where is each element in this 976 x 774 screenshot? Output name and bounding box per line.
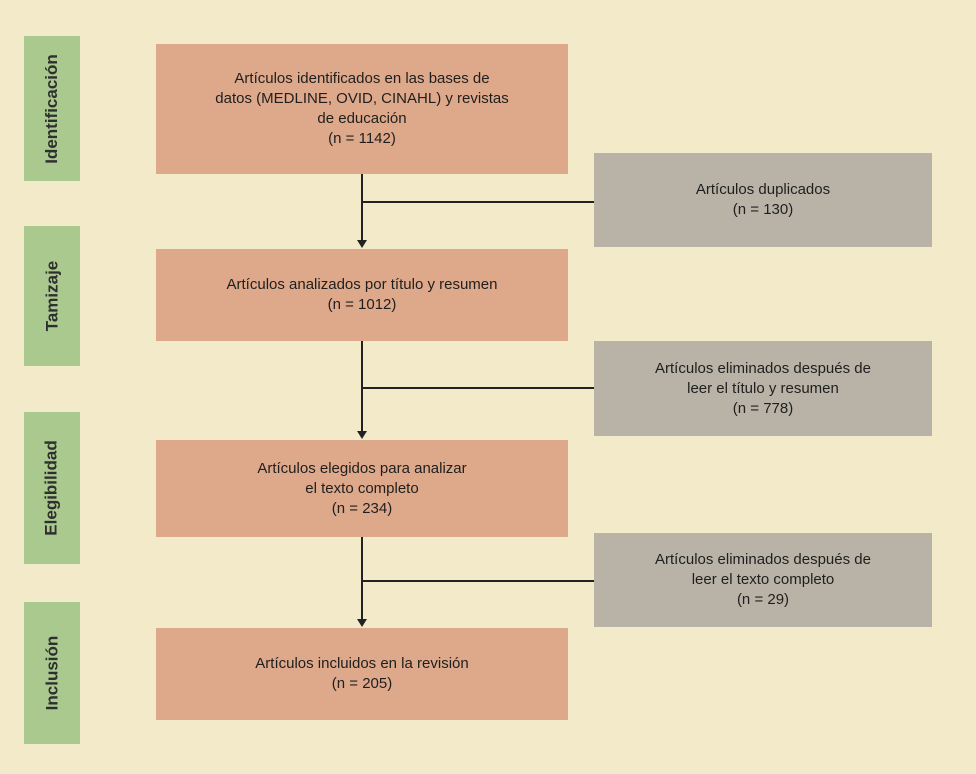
- stage-identificacion: Identificación: [24, 36, 80, 181]
- box-line: Artículos eliminados después de: [655, 551, 871, 568]
- box-count: (n = 205): [331, 675, 393, 692]
- stage-label: Tamizaje: [42, 260, 61, 332]
- box-line: de educación: [317, 110, 407, 127]
- box-line: leer el texto completo: [691, 571, 835, 588]
- box-elegidos: Artículos elegidos para analizar el text…: [156, 440, 568, 537]
- stage-tamizaje: Tamizaje: [24, 226, 80, 366]
- arrow-down-icon: [357, 431, 367, 439]
- box-count: (n = 29): [736, 591, 790, 608]
- box-incluidos: Artículos incluidos en la revisión (n = …: [156, 628, 568, 720]
- box-line: leer el título y resumen: [687, 379, 839, 397]
- box-line: Artículos incluidos en la revisión: [255, 655, 469, 672]
- stage-label: Elegibilidad: [42, 440, 61, 536]
- box-line: Artículos duplicados: [695, 181, 831, 198]
- box-analizados: Artículos analizados por título y resume…: [156, 249, 568, 341]
- stage-label: Inclusión: [42, 635, 61, 711]
- box-count: (n = 1012): [327, 296, 397, 313]
- connector-vertical-2: [361, 341, 363, 431]
- box-count: (n = 234): [331, 499, 393, 517]
- arrow-down-icon: [357, 240, 367, 248]
- stage-label: Identificación: [42, 53, 62, 164]
- connector-branch-2: [361, 387, 594, 389]
- connector-vertical-1: [361, 174, 363, 240]
- box-line: el texto completo: [305, 479, 419, 497]
- connector-branch-3: [361, 580, 594, 582]
- box-eliminados-texto: Artículos eliminados después de leer el …: [594, 533, 932, 627]
- box-count: (n = 778): [732, 399, 794, 417]
- stage-inclusion: Inclusión: [24, 602, 80, 744]
- box-line: datos (MEDLINE, OVID, CINAHL) y revistas: [215, 90, 509, 107]
- box-line: Artículos identificados en las bases de: [234, 70, 490, 87]
- connector-vertical-3: [361, 537, 363, 619]
- box-eliminados-titulo: Artículos eliminados después de leer el …: [594, 341, 932, 436]
- box-identificados: Artículos identificados en las bases de …: [156, 44, 568, 174]
- connector-branch-1: [361, 201, 594, 203]
- arrow-down-icon: [357, 619, 367, 627]
- box-line: Artículos eliminados después de: [655, 359, 871, 377]
- box-line: Artículos elegidos para analizar: [257, 459, 467, 477]
- box-count: (n = 1142): [328, 130, 396, 147]
- box-count: (n = 130): [732, 201, 794, 218]
- box-line: Artículos analizados por título y resume…: [226, 276, 498, 293]
- box-duplicados: Artículos duplicados (n = 130): [594, 153, 932, 247]
- stage-elegibilidad: Elegibilidad: [24, 412, 80, 564]
